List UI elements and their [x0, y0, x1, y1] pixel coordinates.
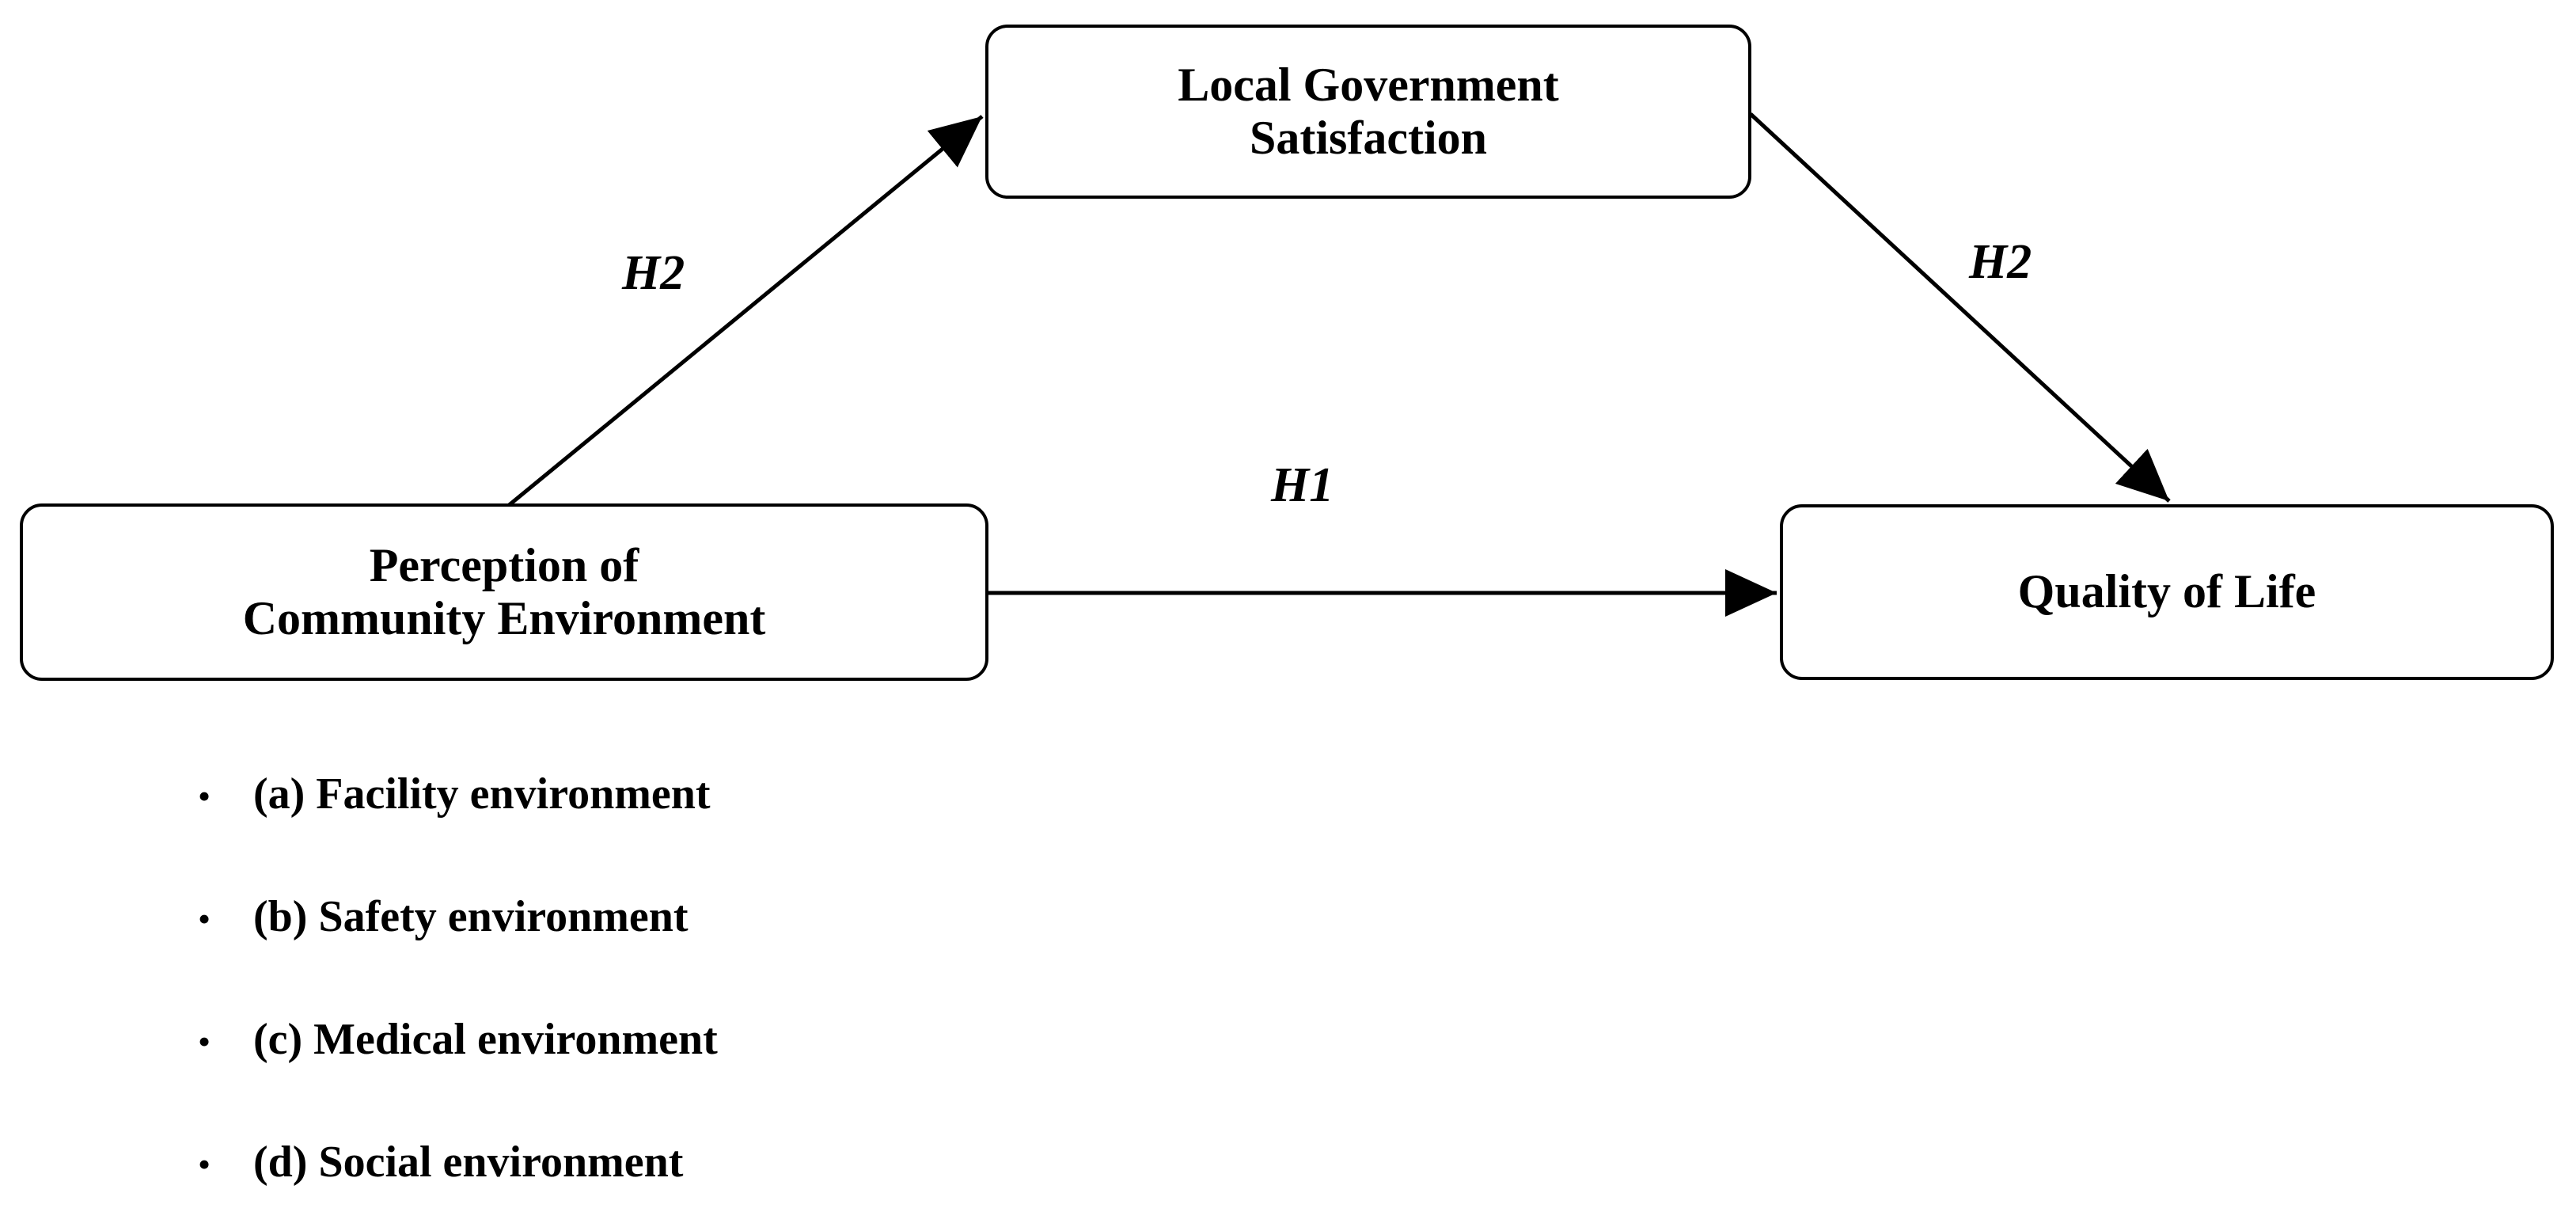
list-item: • (a) Facility environment [198, 772, 1306, 895]
bullet-icon: • [198, 1144, 211, 1184]
node-quality-of-life[interactable]: Quality of Life [1780, 504, 2554, 680]
legend-list: • (a) Facility environment • (b) Safety … [198, 772, 1306, 1231]
list-item-label: (a) Facility environment [253, 769, 711, 819]
node-local-government-satisfaction-label: Local Government Satisfaction [1178, 58, 1559, 164]
node-perception-of-community-environment[interactable]: Perception of Community Environment [20, 503, 988, 681]
list-item: • (c) Medical environment [198, 1017, 1306, 1140]
node-perception-of-community-environment-label: Perception of Community Environment [242, 538, 766, 644]
list-item-label: (b) Safety environment [253, 892, 689, 941]
node-quality-of-life-label: Quality of Life [2017, 565, 2316, 618]
connector-pce-to-lgs [506, 115, 984, 507]
edge-label-h2-pce-to-lgs: H2 [622, 246, 685, 300]
node-local-government-satisfaction[interactable]: Local Government Satisfaction [985, 25, 1751, 199]
bullet-icon: • [198, 776, 211, 816]
list-item: • (d) Social environment [198, 1140, 1306, 1231]
list-item: • (b) Safety environment [198, 895, 1306, 1017]
list-item-label: (c) Medical environment [253, 1015, 718, 1064]
edge-label-h2-lgs-to-qol: H2 [1969, 235, 2032, 289]
list-item-label: (d) Social environment [253, 1138, 684, 1187]
bullet-icon: • [198, 899, 211, 939]
edge-label-h1-pce-to-qol: H1 [1271, 458, 1334, 512]
connector-lgs-to-qol [1749, 112, 2171, 503]
bullet-icon: • [198, 1021, 211, 1062]
